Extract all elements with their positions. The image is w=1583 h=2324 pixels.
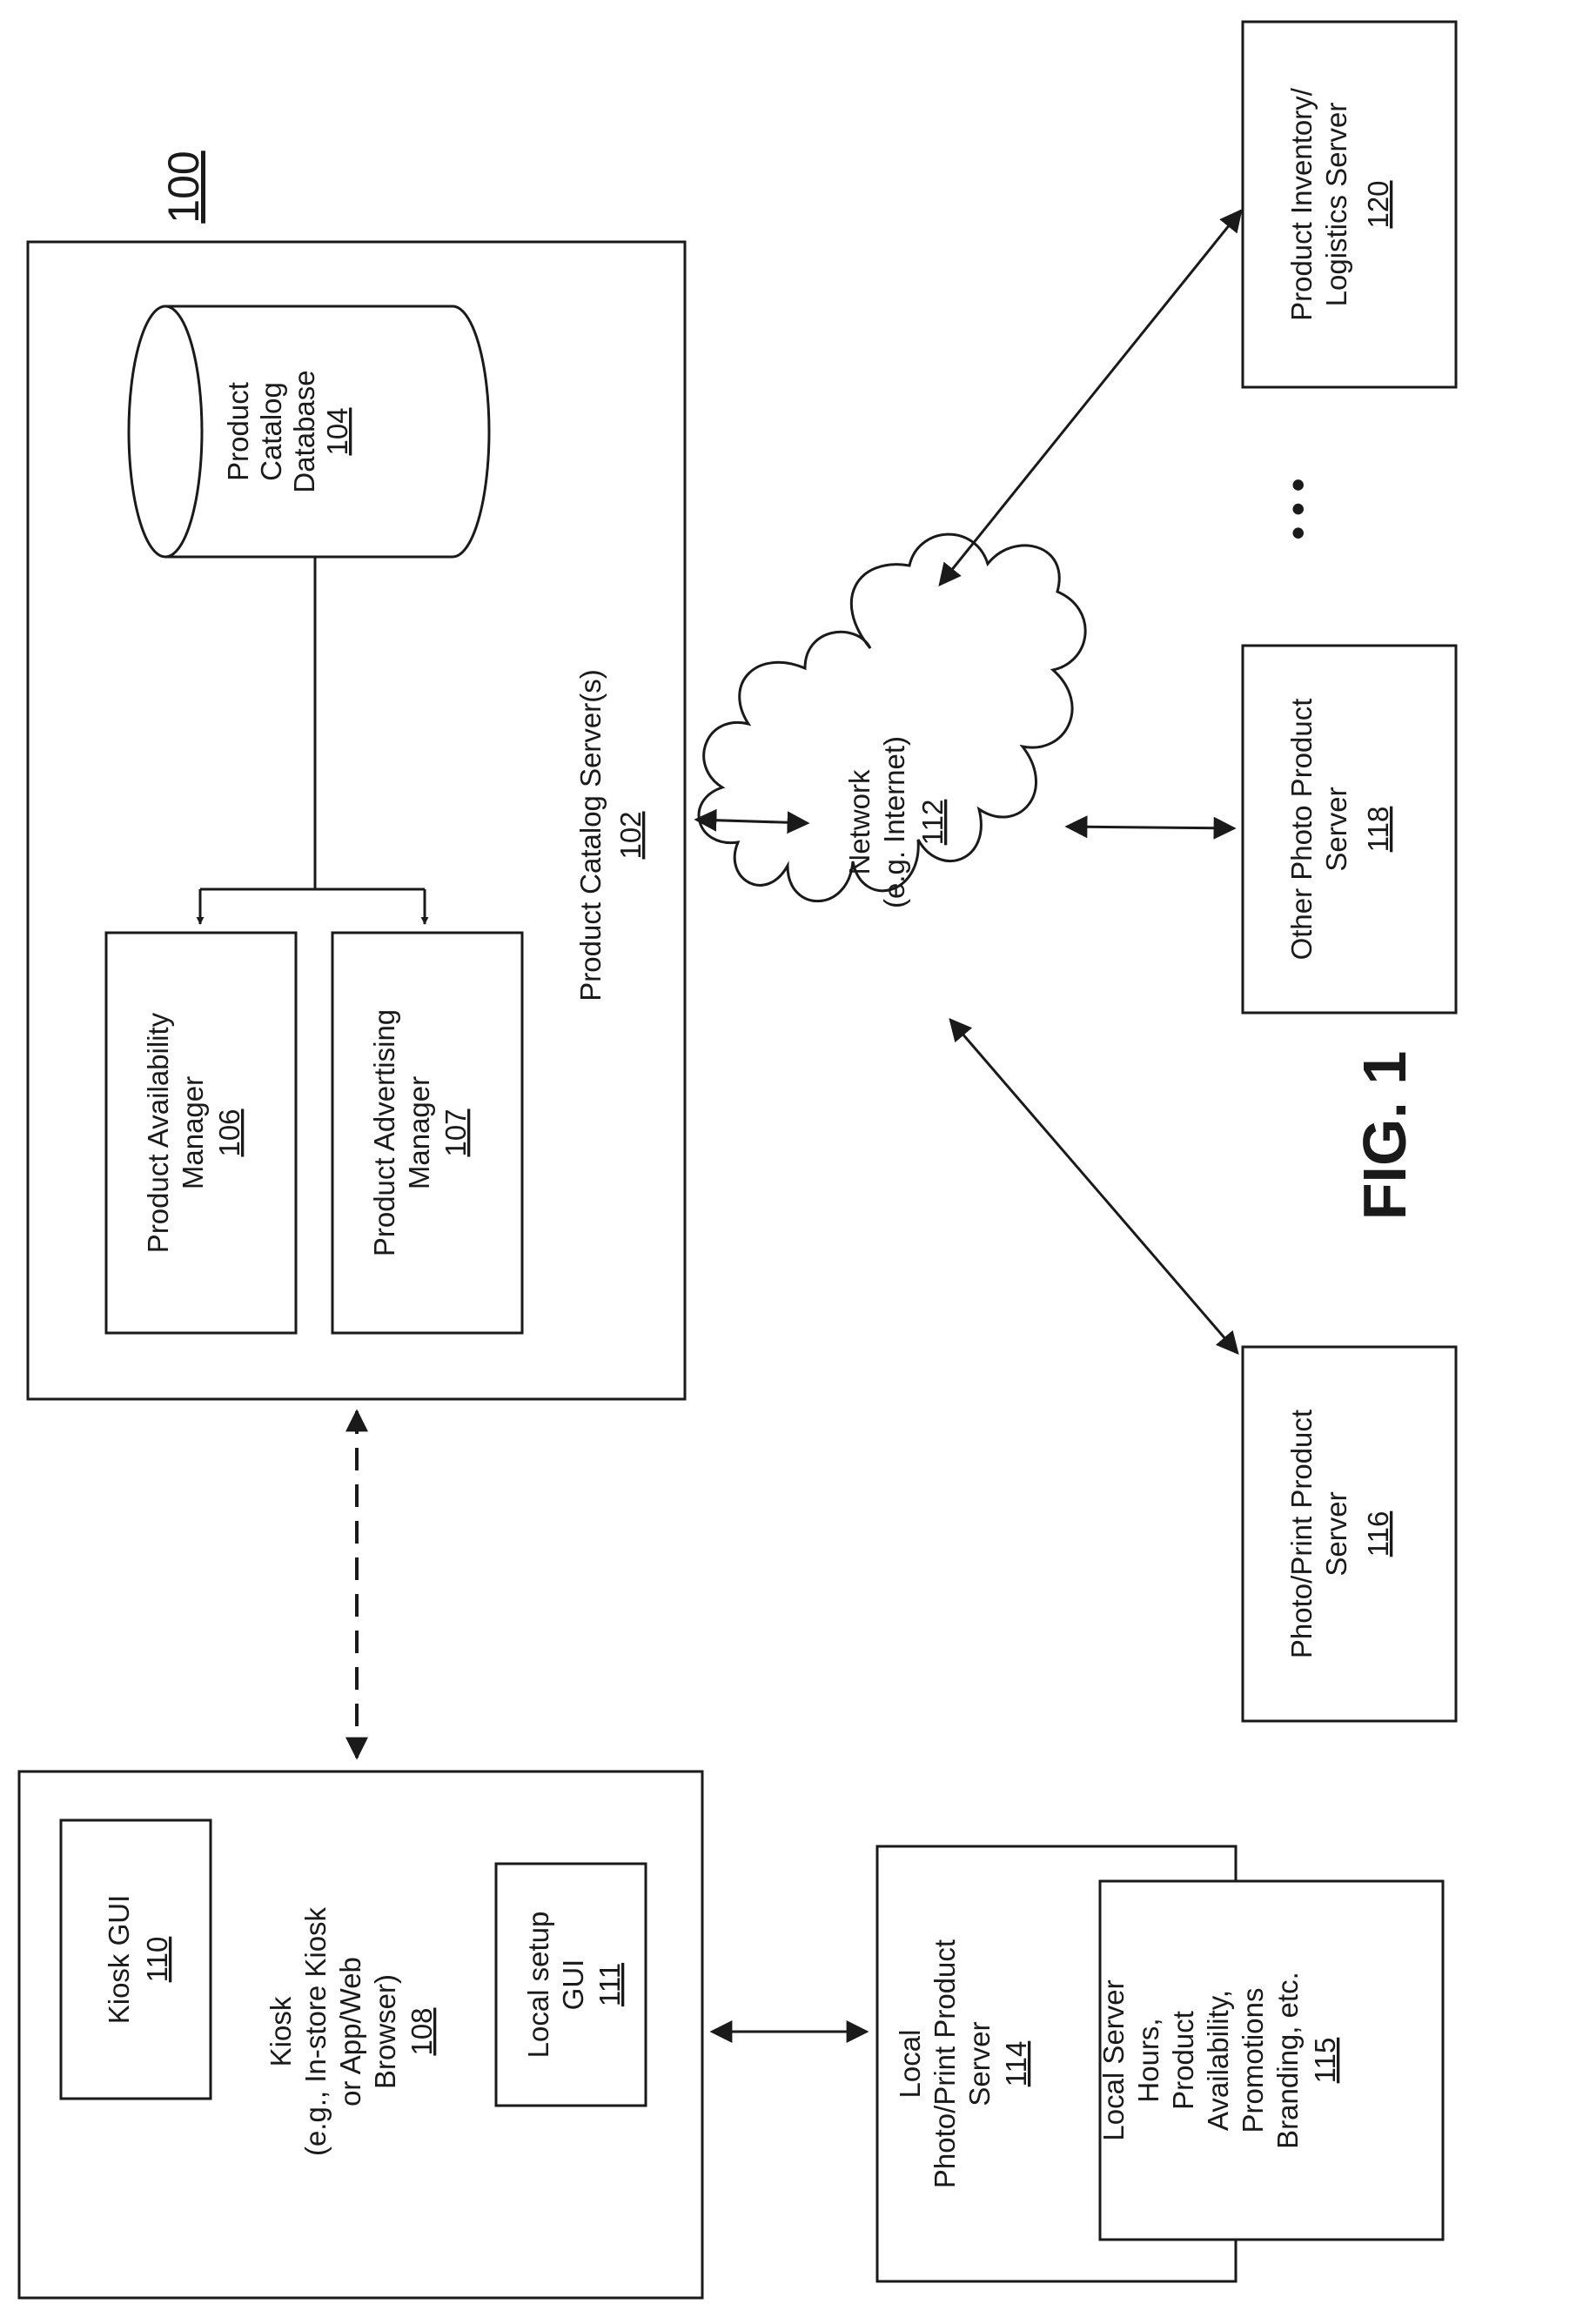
svg-text:Product Advertising: Product Advertising <box>368 1009 400 1256</box>
svg-text:Manager: Manager <box>403 1076 435 1189</box>
network-other-server-arrow <box>1067 827 1234 828</box>
svg-text:Product Availability: Product Availability <box>142 1012 174 1253</box>
svg-text:118: 118 <box>1362 807 1394 853</box>
svg-text:116: 116 <box>1362 1511 1394 1557</box>
svg-text:100: 100 <box>159 151 208 223</box>
svg-text:Product: Product <box>1167 2011 1199 2110</box>
svg-text:107: 107 <box>439 1108 472 1156</box>
svg-text:Kiosk: Kiosk <box>265 1996 297 2066</box>
svg-text:(e.g. Internet): (e.g. Internet) <box>878 736 910 908</box>
svg-text:Browser): Browser) <box>369 1974 401 2089</box>
svg-text:Other Photo Product: Other Photo Product <box>1285 699 1318 961</box>
svg-text:Database: Database <box>288 370 320 492</box>
svg-text:Manager: Manager <box>177 1076 209 1189</box>
svg-text:• • •: • • • <box>1277 479 1319 540</box>
svg-text:Hours,: Hours, <box>1132 2018 1164 2102</box>
svg-text:Server: Server <box>963 2021 996 2106</box>
svg-text:or App/Web: or App/Web <box>334 1957 366 2106</box>
svg-text:112: 112 <box>916 800 949 846</box>
svg-text:115: 115 <box>1309 2038 1341 2084</box>
catalog-network-arrow <box>696 820 808 823</box>
svg-text:Availability,: Availability, <box>1202 1990 1234 2131</box>
svg-text:Server: Server <box>1320 1491 1352 1576</box>
svg-text:Product: Product <box>222 382 254 481</box>
svg-text:111: 111 <box>594 1963 626 2006</box>
svg-text:Logistics Server: Logistics Server <box>1320 103 1352 307</box>
svg-text:120: 120 <box>1362 180 1394 228</box>
kiosk-gui-box <box>61 1820 211 2099</box>
svg-text:Server: Server <box>1320 787 1352 871</box>
more-servers-ellipsis: • • • <box>1277 479 1319 540</box>
network-photo-print-arrow <box>950 1020 1238 1353</box>
svg-text:Promotions: Promotions <box>1237 1988 1269 2133</box>
svg-text:Photo/Print Product: Photo/Print Product <box>1285 1410 1318 1658</box>
svg-text:FIG. 1: FIG. 1 <box>1351 1051 1419 1220</box>
svg-text:Local: Local <box>894 2030 926 2099</box>
svg-text:Photo/Print Product: Photo/Print Product <box>929 1939 961 2188</box>
svg-text:106: 106 <box>213 1108 245 1156</box>
svg-text:110: 110 <box>141 1937 173 1983</box>
svg-text:Kiosk GUI: Kiosk GUI <box>103 1895 135 2025</box>
figure-ref-100: 100 <box>159 151 208 223</box>
svg-text:114: 114 <box>1000 2041 1032 2087</box>
svg-text:Local setup: Local setup <box>522 1912 554 2059</box>
network-inventory-arrow <box>940 211 1241 585</box>
network-label: Network (e.g. Internet) 112 <box>843 736 949 908</box>
svg-text:Branding, etc.: Branding, etc. <box>1271 1972 1304 2149</box>
svg-text:Product Inventory/: Product Inventory/ <box>1285 87 1318 321</box>
svg-text:Network: Network <box>843 769 875 875</box>
svg-text:102: 102 <box>614 811 647 859</box>
svg-text:Product Catalog Server(s): Product Catalog Server(s) <box>574 669 607 1001</box>
svg-text:Local Server: Local Server <box>1097 1979 1130 2140</box>
svg-text:108: 108 <box>406 2007 438 2055</box>
svg-text:(e.g., In-store Kiosk: (e.g., In-store Kiosk <box>299 1906 332 2156</box>
svg-text:104: 104 <box>321 407 353 455</box>
svg-text:Catalog: Catalog <box>255 382 287 481</box>
figure-label: FIG. 1 <box>1351 1051 1419 1220</box>
svg-text:GUI: GUI <box>557 1959 589 2011</box>
